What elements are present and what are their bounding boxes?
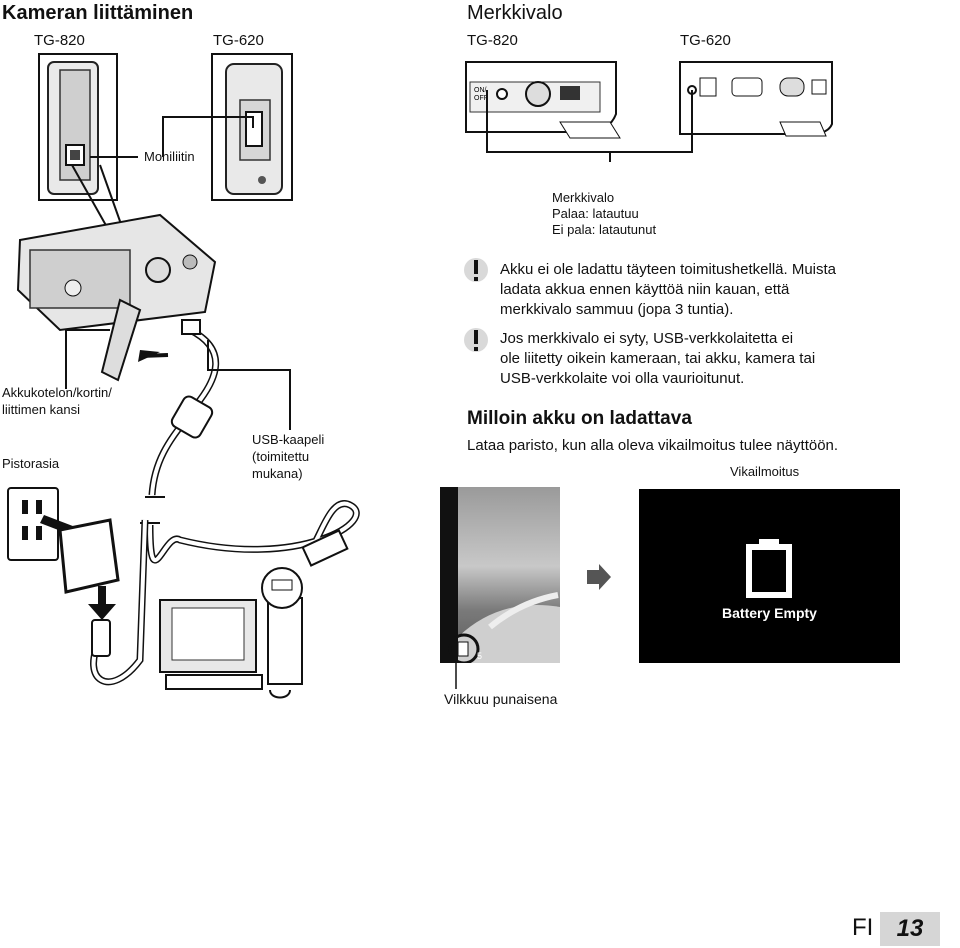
indicator-model-tg620: TG-620: [680, 32, 731, 49]
indicator-off-text: Ei pala: latautunut: [552, 222, 657, 237]
wall-outlet: [7, 487, 78, 561]
model-label-tg620: TG-620: [213, 32, 264, 49]
note-2-line1: Jos merkkivalo ei syty, USB-verkkolaitet…: [500, 330, 794, 347]
cover-label-line2: liittimen kansi: [2, 402, 81, 417]
computer: [159, 567, 303, 699]
error-message: Battery Empty: [722, 605, 817, 621]
usb-cable-label-line3: mukana): [252, 466, 303, 481]
tg820-top-view: ON/OFF: [465, 61, 621, 139]
camera-body: [16, 213, 217, 382]
blink-caption: Vilkkuu punaisena: [444, 691, 558, 707]
page-number: 13: [896, 915, 924, 942]
battery-empty-icon: [746, 539, 792, 598]
usb-cable-label-line1: USB-kaapeli: [252, 432, 325, 447]
camera-connection-illustration: [7, 53, 360, 699]
error-screen: Battery Empty: [639, 489, 900, 663]
error-caption: Vikailmoitus: [730, 464, 800, 479]
note-1-line3: merkkivalo sammuu (jopa 3 tuntia).: [500, 301, 734, 318]
caution-icon: [464, 328, 488, 352]
blink-leader-line: [455, 663, 457, 689]
outlet-label: Pistorasia: [2, 456, 60, 471]
indicator-on-text: Palaa: latautuu: [552, 206, 639, 221]
svg-text:5: 5: [477, 651, 482, 661]
usb-cable-label-line2: (toimitettu: [252, 449, 310, 464]
note-2-line2: ole liitetty oikein kameraan, tai akku, …: [500, 350, 816, 367]
svg-text:ON/: ON/: [474, 87, 487, 94]
tg820-side-view: [38, 53, 118, 201]
tg620-top-view: [679, 61, 833, 137]
indicator-label: Merkkivalo: [552, 190, 615, 205]
camera-top-views: ON/OFF: [465, 61, 833, 162]
caution-icon: [464, 258, 488, 282]
indicator-model-tg820: TG-820: [467, 32, 518, 49]
camera-screen-photo: 5: [440, 487, 560, 663]
multiconnector-label: Moniliitin: [144, 149, 195, 164]
section-title-when-to-charge: Milloin akku on ladattava: [467, 408, 692, 429]
usb-ac-adapter: [58, 518, 149, 686]
section-title-indicator: Merkkivalo: [467, 2, 563, 24]
note-1-line2: ladata akkua ennen käyttöä niin kauan, e…: [500, 281, 790, 298]
cover-label-line1: Akkukotelon/kortin/: [2, 385, 112, 400]
usb-cable: [140, 319, 360, 567]
svg-text:OFF: OFF: [474, 95, 488, 102]
model-label-tg820: TG-820: [34, 32, 85, 49]
arrow-right-icon: [587, 564, 611, 590]
page-number-box: 13: [880, 912, 940, 946]
note-2-line3: USB-verkkolaite voi olla vaurioitunut.: [500, 370, 745, 387]
page-title-connecting: Kameran liittäminen: [2, 2, 194, 24]
note-1-line1: Akku ei ole ladattu täyteen toimitushetk…: [500, 261, 837, 278]
section-text: Lataa paristo, kun alla oleva vikailmoit…: [467, 437, 839, 454]
footer-language: FI: [852, 914, 874, 941]
